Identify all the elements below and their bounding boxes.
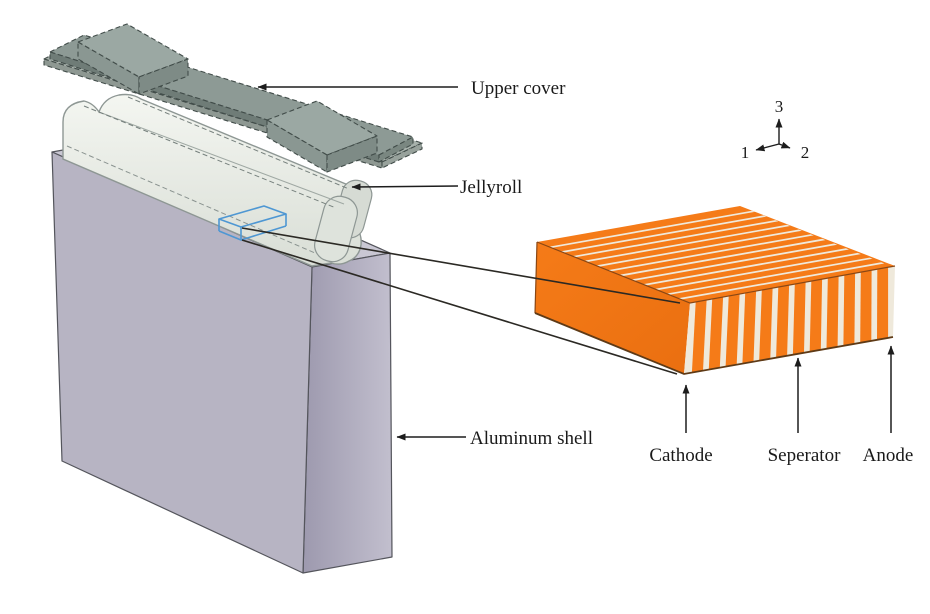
upper-cover-label: Upper cover [471, 78, 566, 99]
stack-right-face-layers [691, 267, 889, 373]
stack-edge-lines [534, 241, 896, 314]
stack-top-face [537, 206, 895, 303]
separator-line-top [642, 248, 849, 286]
annotations [257, 83, 895, 441]
electrode-layer-stripe [843, 273, 856, 346]
electrode-layer-stripe [691, 300, 707, 373]
separator-line-top [678, 262, 885, 300]
separator-line-top [595, 229, 802, 267]
upper-cover [43, 23, 423, 173]
jellyroll-groove-line [98, 111, 345, 205]
terminal-left-front [77, 41, 140, 95]
electrode-layer-stripe [860, 270, 872, 343]
electrode-layer-stripe [826, 276, 839, 349]
cover-plate-right [378, 136, 414, 163]
terminal-block-right [266, 100, 378, 173]
axis-1-label: 1 [741, 143, 750, 162]
separator-line-top [666, 257, 873, 295]
axis-3-label: 3 [775, 97, 784, 116]
cathode-label: Cathode [649, 445, 712, 466]
separator-line-top [607, 234, 814, 272]
callout-leader-lines [241, 227, 681, 375]
jellyroll-label: Jellyroll [460, 177, 522, 198]
separator-line-top [631, 243, 838, 281]
electrode-layer-stripe [725, 294, 740, 367]
jellyroll-lower-dashed [66, 145, 316, 254]
separator-line-top [619, 238, 826, 277]
electrode-layer-stripe [776, 285, 790, 358]
terminal-block-left [77, 23, 189, 95]
separator-line-top [548, 210, 755, 248]
electrode-layer-stripe [809, 279, 823, 352]
leader-line-bottom [241, 239, 678, 375]
cover-underplate-right [381, 142, 423, 169]
aluminum-shell-label: Aluminum shell [470, 428, 593, 449]
coordinate-axes: 3 1 2 [741, 97, 810, 162]
separator-line-top [560, 215, 767, 253]
shell-right-face [302, 252, 393, 574]
terminal-left-side [138, 58, 189, 95]
leader-line-top [241, 227, 681, 304]
separator-line-top [584, 224, 791, 262]
electrode-layer-stripe [792, 282, 806, 355]
separator-line-top [654, 252, 861, 291]
axis-1-arrow [755, 143, 780, 152]
stack-bottom-edge [534, 312, 894, 375]
callout-box-edges [218, 214, 287, 241]
terminal-right-side [326, 135, 378, 173]
jellyroll-ridge-dashed-front [83, 105, 337, 209]
electrode-layer-stripe [877, 267, 889, 340]
stack-top-separator-lines [548, 210, 885, 300]
electrode-layer-stripe [759, 288, 773, 361]
electrode-layer-stripe [708, 297, 724, 370]
stack-front-face [535, 242, 690, 374]
callout-sample-box [218, 205, 287, 241]
annotation-labels: Upper cover Jellyroll Aluminum shell Cat… [460, 78, 913, 466]
axis-2-label: 2 [801, 143, 810, 162]
terminal-right-front [266, 119, 328, 173]
electrode-layer-stripe [742, 291, 757, 364]
anode-label: Anode [863, 445, 914, 466]
separator-line-top [572, 220, 779, 258]
separator-label: Seperator [768, 445, 841, 466]
jellyroll-arrow [351, 183, 459, 191]
axis-2-arrow [778, 141, 791, 149]
electrode-stack [534, 206, 896, 375]
